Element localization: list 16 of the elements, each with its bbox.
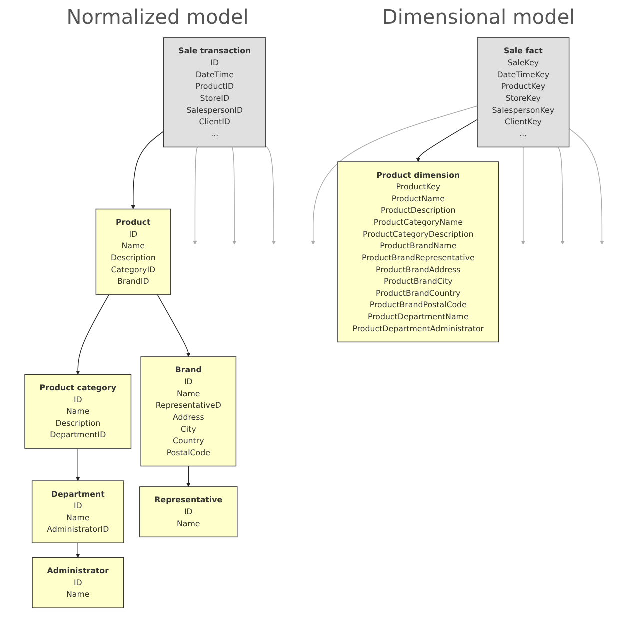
arrow <box>76 542 80 558</box>
arrow <box>186 466 191 488</box>
arrow <box>311 106 478 245</box>
section-heading: Dimensional model <box>382 5 576 29</box>
arrow <box>157 294 191 358</box>
arrow <box>76 448 80 482</box>
arrow <box>416 119 478 162</box>
arrow <box>232 146 237 245</box>
section-heading: Normalized model <box>66 5 249 29</box>
arrow <box>193 146 198 245</box>
arrow <box>521 146 526 245</box>
arrow <box>568 128 604 245</box>
arrow <box>266 146 276 245</box>
arrow <box>131 131 164 210</box>
arrow <box>558 146 565 245</box>
arrow <box>76 294 110 375</box>
